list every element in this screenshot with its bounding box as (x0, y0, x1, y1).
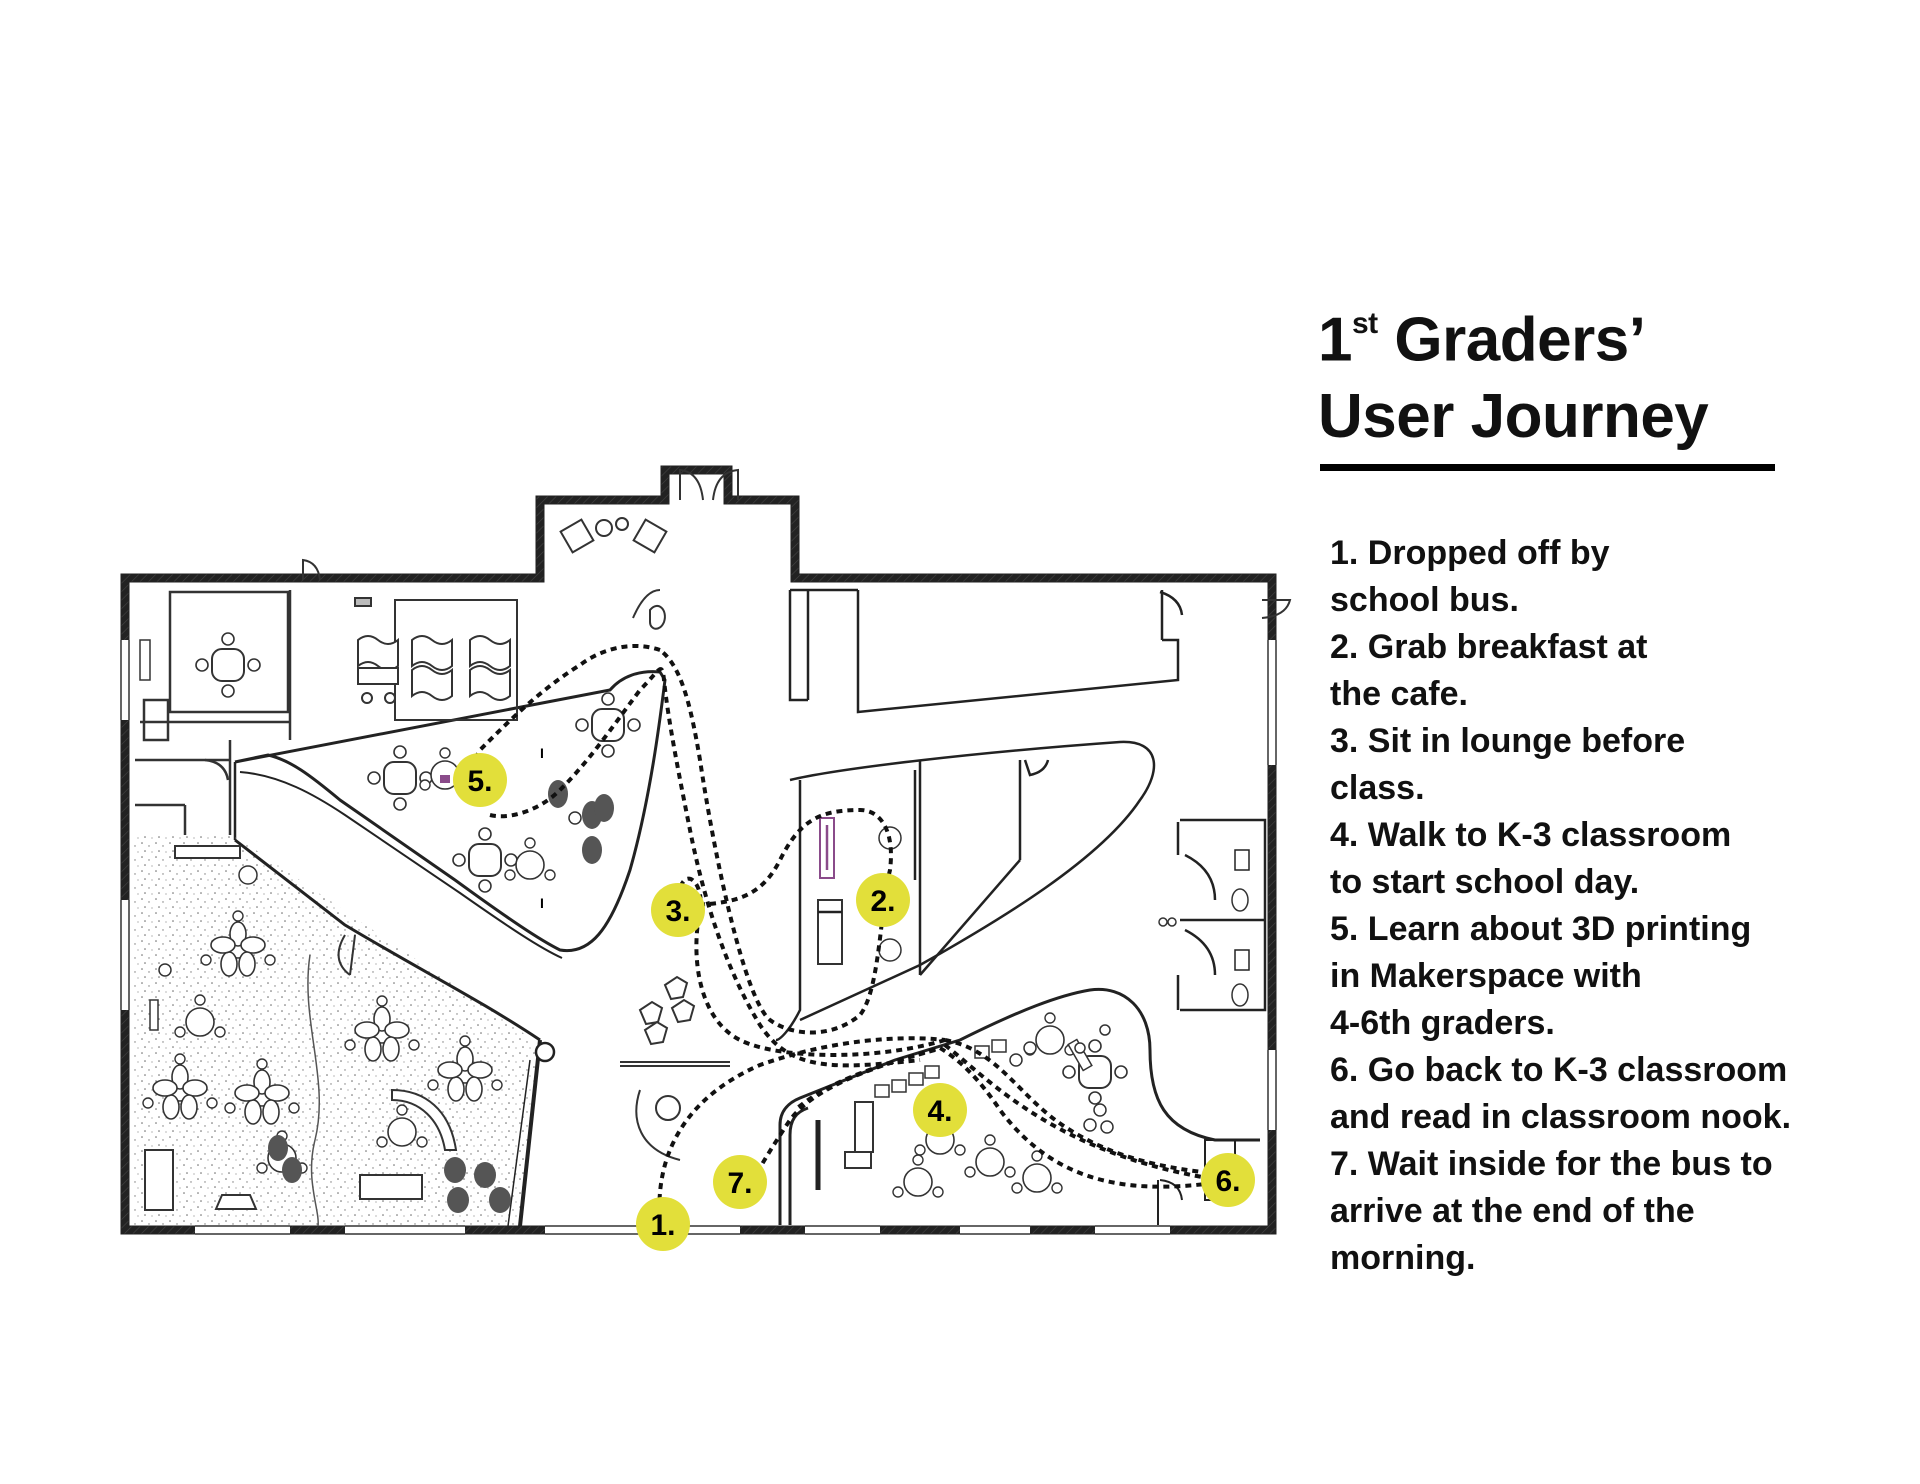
marker-4: 4. (913, 1083, 967, 1137)
step-4: 4. Walk to K-3 classroom to start school… (1330, 816, 1732, 901)
cafe-area (775, 740, 1156, 1042)
left-rooms (135, 740, 232, 835)
entry-doors-icon (302, 468, 1292, 619)
k3-furniture (844, 1012, 1128, 1198)
fire-extinguisher-icon (534, 1041, 556, 1063)
toilet-icon (1158, 888, 1249, 1007)
title-underline (1320, 464, 1775, 471)
svg-text:I: I (540, 895, 544, 911)
office-room (140, 590, 292, 742)
table-icon (195, 632, 261, 698)
svg-text:I: I (540, 745, 544, 761)
title-ordinal: 1 (1318, 305, 1352, 375)
dark-stools (548, 780, 614, 864)
appliance (139, 639, 151, 681)
restrooms (1176, 818, 1267, 1012)
step-1: 1. Dropped off by school bus. (1330, 534, 1610, 619)
svg-text:3.: 3. (665, 895, 690, 928)
makerspace-tables: I I (367, 692, 641, 911)
lounge-seating (354, 517, 668, 721)
svg-text:6.: 6. (1215, 1165, 1240, 1198)
marker-6: 6. (1201, 1153, 1255, 1207)
step-3: 3. Sit in lounge before class. (1330, 722, 1686, 807)
step-5: 5. Learn about 3D printing in Makerspace… (1330, 910, 1752, 1042)
commons-furniture (620, 589, 730, 1161)
journey-markers: 1. 2. 3. 4. 5. 6. 7. (453, 753, 1255, 1251)
title-line-1: 1st Graders’ (1318, 292, 1708, 379)
dark-stools-classroom (268, 1135, 511, 1213)
exterior-walls (119, 465, 1278, 1236)
marker-2: 2. (856, 873, 910, 927)
page-title: 1st Graders’ User Journey (1318, 292, 1709, 455)
marker-5: 5. (453, 753, 507, 807)
step-6: 6. Go back to K-3 classroom and read in … (1330, 1051, 1792, 1136)
classroom-tables (142, 865, 503, 1174)
svg-text:4.: 4. (927, 1095, 952, 1128)
svg-text:7.: 7. (727, 1167, 752, 1200)
step-7: 7. Wait inside for the bus to arrive at … (1330, 1145, 1773, 1277)
svg-text:5.: 5. (467, 765, 492, 798)
journey-steps: 1. Dropped off by school bus. 2. Grab br… (1330, 530, 1910, 1282)
svg-text:1.: 1. (650, 1209, 675, 1242)
title-line-2: User Journey (1318, 381, 1709, 451)
top-right-room (788, 588, 1184, 714)
marker-1: 1. (636, 1197, 690, 1251)
marker-3: 3. (651, 883, 705, 937)
title-line-1-rest: Graders’ (1377, 305, 1646, 375)
marker-7: 7. (713, 1155, 767, 1209)
step-2: 2. Grab breakfast at the cafe. (1330, 628, 1648, 713)
svg-text:2.: 2. (870, 885, 895, 918)
title-ordinal-suffix: st (1351, 307, 1378, 340)
